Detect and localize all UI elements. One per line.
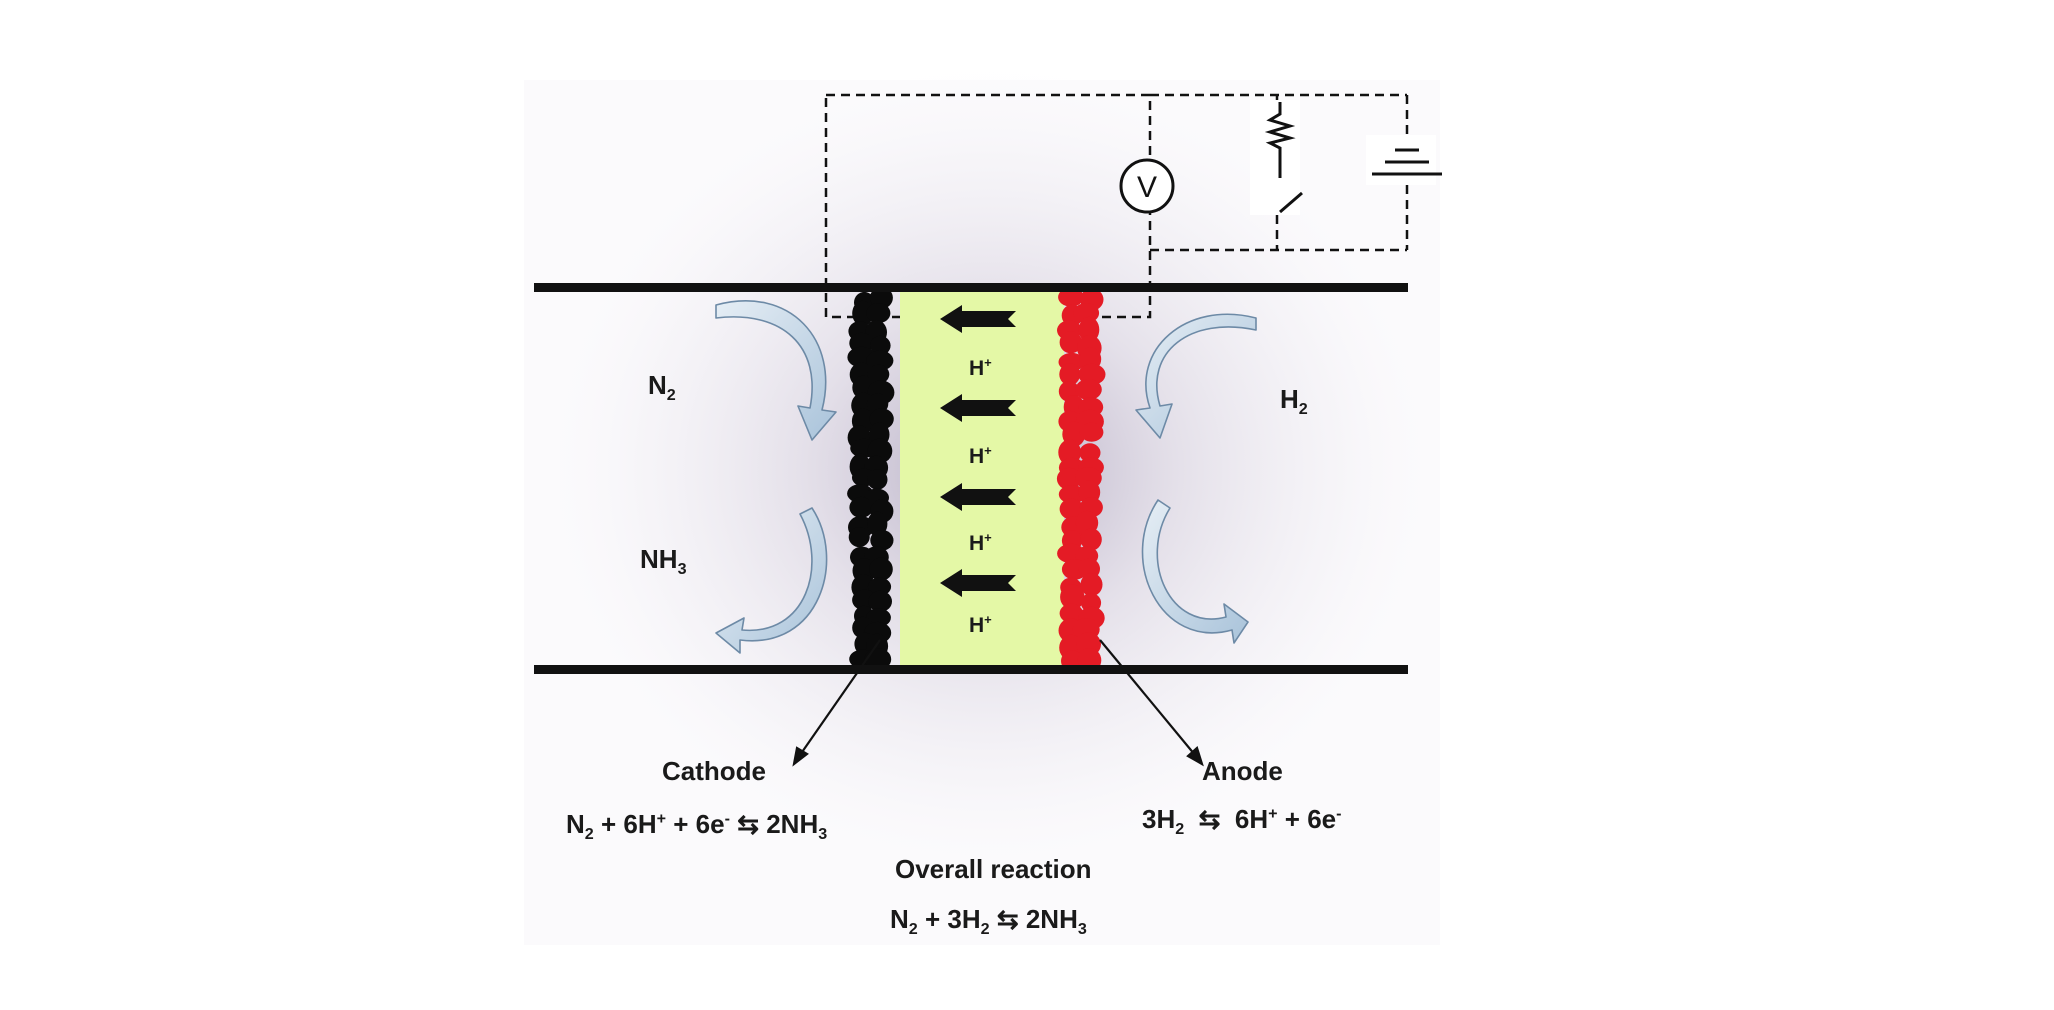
electrolyte-membrane [900, 290, 1064, 668]
proton-arrow-icon [940, 483, 1016, 511]
electrode-particle [1059, 603, 1084, 623]
overall-reaction-title: Overall reaction [895, 854, 1092, 884]
proton-arrow-icon [940, 569, 1016, 597]
electrode-particle [1060, 584, 1085, 610]
electrode-particle [868, 590, 892, 613]
anode-layer [1056, 287, 1106, 673]
cathode-pointer [799, 639, 881, 756]
anode-label: Anode [1202, 756, 1283, 786]
electrode-particle [867, 364, 890, 384]
switch-icon [1278, 160, 1303, 214]
proton-arrow-icon [940, 394, 1016, 422]
electrode-particle [1080, 528, 1102, 551]
electrode-particle [1079, 422, 1104, 442]
proton-label: H+ [969, 612, 992, 637]
electrode-particle [870, 335, 891, 356]
cathode-layer [847, 286, 895, 671]
electrode-particle [1058, 287, 1084, 307]
electrode-particle [1079, 443, 1101, 463]
cathode-label: Cathode [662, 756, 766, 786]
voltmeter-icon: V [1119, 158, 1175, 214]
flow-arrow-icon [1135, 313, 1257, 439]
electrode-particle [866, 350, 894, 371]
electrode-particle [1080, 573, 1103, 597]
proton-label: H+ [969, 355, 992, 380]
anode-reaction: 3H2 ⇆ 6H+ + 6e- [1142, 804, 1342, 839]
flow-arrow-icon [715, 507, 828, 654]
cathode-pointer-head [792, 746, 809, 767]
flow-arrows [715, 300, 1257, 654]
electrode-particle [867, 469, 888, 490]
nh3-label: NH3 [640, 544, 687, 579]
proton-label: H+ [969, 530, 992, 555]
electrode-particle [1056, 467, 1082, 490]
cathode-reaction: N2 + 6H+ + 6e- ⇆ 2NH3 [566, 809, 828, 844]
electrode-particle [866, 608, 891, 627]
flow-arrow-icon [715, 300, 837, 441]
anode-pointer [1099, 639, 1196, 756]
electrode-particle [1059, 498, 1084, 520]
proton-arrow-icon [940, 305, 1016, 333]
electrode-particle [869, 557, 893, 581]
overall-reaction: N2 + 3H2 ⇆ 2NH3 [890, 904, 1087, 939]
anode-pointer-head [1186, 746, 1204, 767]
h2-label: H2 [1280, 384, 1308, 419]
n2-label: N2 [648, 370, 676, 405]
electrode-particle [1059, 331, 1083, 354]
electrode-particle [1075, 378, 1102, 401]
electrode-particle [870, 530, 894, 551]
electrode-particle [866, 303, 891, 324]
electrode-particle [867, 577, 892, 596]
flow-arrow-icon [1141, 499, 1249, 644]
electrode-particle [852, 300, 874, 327]
top-plate [534, 283, 1408, 292]
electrode-particle [849, 496, 873, 518]
proton-label: H+ [969, 443, 992, 468]
resistor-icon [1264, 102, 1296, 160]
electrode-particle [848, 527, 870, 548]
bottom-plate [534, 665, 1408, 674]
voltmeter-symbol: V [1137, 171, 1157, 204]
electrode-particle [1059, 363, 1081, 386]
battery-icon [1372, 148, 1442, 176]
